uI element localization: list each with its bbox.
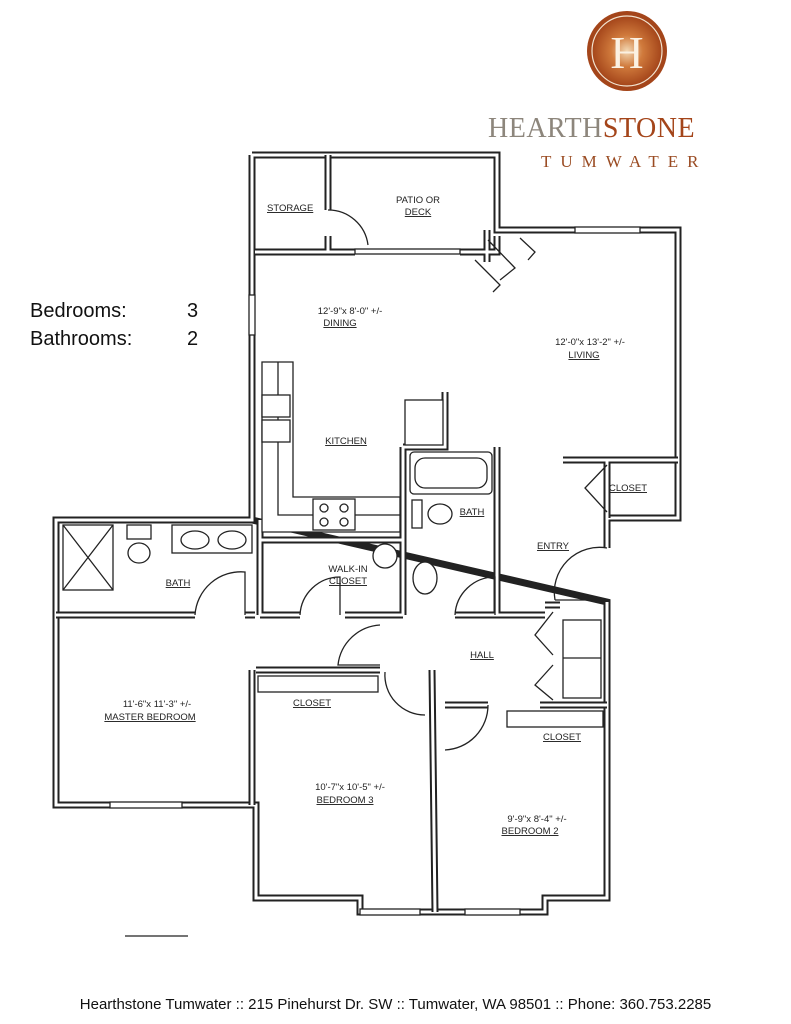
bedroom3-door[interactable] bbox=[384, 671, 426, 716]
patio-label-line2: DECK bbox=[405, 207, 432, 218]
sink-icon bbox=[412, 561, 438, 595]
master-bath-door[interactable] bbox=[194, 571, 246, 616]
bedroom2-size: 9'-9"x 8'-4" +/- bbox=[507, 814, 566, 825]
fixtures bbox=[62, 361, 604, 937]
toilet-icon bbox=[427, 503, 453, 525]
water-heater-icon bbox=[372, 543, 398, 569]
patio-label-line1: PATIO OR bbox=[396, 195, 440, 206]
vanity-icon bbox=[171, 524, 253, 554]
hearth-emblem-icon: H bbox=[587, 11, 667, 91]
bath-door[interactable] bbox=[454, 576, 496, 616]
living-closet-label: CLOSET bbox=[609, 483, 647, 494]
master-bedroom-label: MASTER BEDROOM bbox=[104, 712, 195, 723]
hall-label: HALL bbox=[470, 650, 494, 661]
living-label: LIVING bbox=[568, 350, 599, 361]
stove-icon bbox=[312, 498, 356, 531]
storage-door[interactable] bbox=[327, 209, 369, 246]
hall-closet-door[interactable] bbox=[534, 611, 554, 701]
brand-location: TUMWATER bbox=[541, 152, 708, 171]
master-bedroom-door[interactable] bbox=[337, 624, 381, 666]
footer-contact: Hearthstone Tumwater :: 215 Pinehurst Dr… bbox=[79, 996, 712, 1013]
bedroom2-closet-label: CLOSET bbox=[543, 732, 581, 743]
closet-shelf bbox=[506, 710, 604, 728]
bathrooms-value: 2 bbox=[187, 328, 199, 350]
walkin-closet-door[interactable] bbox=[299, 576, 341, 616]
floor-plan: STORAGE PATIO OR DECK 12'-9"x 8'-0" +/- … bbox=[52, 151, 682, 937]
toilet-icon bbox=[127, 542, 151, 564]
refrigerator-icon bbox=[404, 399, 444, 446]
bedroom2-label: BEDROOM 2 bbox=[501, 826, 558, 837]
master-bath-label: BATH bbox=[166, 578, 191, 589]
living-bifold-door[interactable] bbox=[474, 237, 536, 293]
bedroom3-size: 10'-7"x 10'-5" +/- bbox=[315, 782, 385, 793]
bedroom3-label: BEDROOM 3 bbox=[316, 795, 373, 806]
bedroom3-closet-label: CLOSET bbox=[293, 698, 331, 709]
walls bbox=[52, 151, 682, 916]
doors bbox=[194, 209, 608, 751]
closet-shelf bbox=[257, 675, 379, 693]
master-size: 11'-6"x 11'-3" +/- bbox=[123, 699, 191, 710]
dining-label: DINING bbox=[323, 318, 356, 329]
hall-closet-shelves bbox=[562, 619, 602, 699]
brand-name-part1: Hearth bbox=[488, 101, 603, 146]
bathrooms-label: Bathrooms: bbox=[30, 328, 133, 350]
brand-name-part2: Stone bbox=[602, 101, 696, 146]
entry-label: ENTRY bbox=[537, 541, 570, 552]
entry-door[interactable] bbox=[553, 546, 608, 601]
kitchen-label: KITCHEN bbox=[325, 436, 367, 447]
sink-icon bbox=[261, 394, 291, 418]
windows bbox=[109, 226, 641, 916]
walkin-label-line2: CLOSET bbox=[329, 576, 367, 587]
walkin-label-line1: WALK-IN bbox=[328, 564, 367, 575]
storage-label: STORAGE bbox=[267, 203, 313, 214]
logo-letter: H bbox=[610, 27, 643, 78]
bathtub-icon bbox=[409, 451, 493, 495]
room-labels: STORAGE PATIO OR DECK 12'-9"x 8'-0" +/- … bbox=[104, 195, 647, 837]
bedroom2-door[interactable] bbox=[444, 704, 489, 751]
dining-size: 12'-9"x 8'-0" +/- bbox=[318, 306, 383, 317]
bath-label: BATH bbox=[460, 507, 485, 518]
closet-bifold-door[interactable] bbox=[584, 464, 608, 513]
brand-name: HearthStone bbox=[488, 100, 695, 147]
living-size: 12'-0"x 13'-2" +/- bbox=[555, 337, 625, 348]
brand-logo: H bbox=[586, 10, 668, 92]
bedrooms-label: Bedrooms: bbox=[30, 300, 127, 322]
bedrooms-value: 3 bbox=[187, 300, 199, 322]
